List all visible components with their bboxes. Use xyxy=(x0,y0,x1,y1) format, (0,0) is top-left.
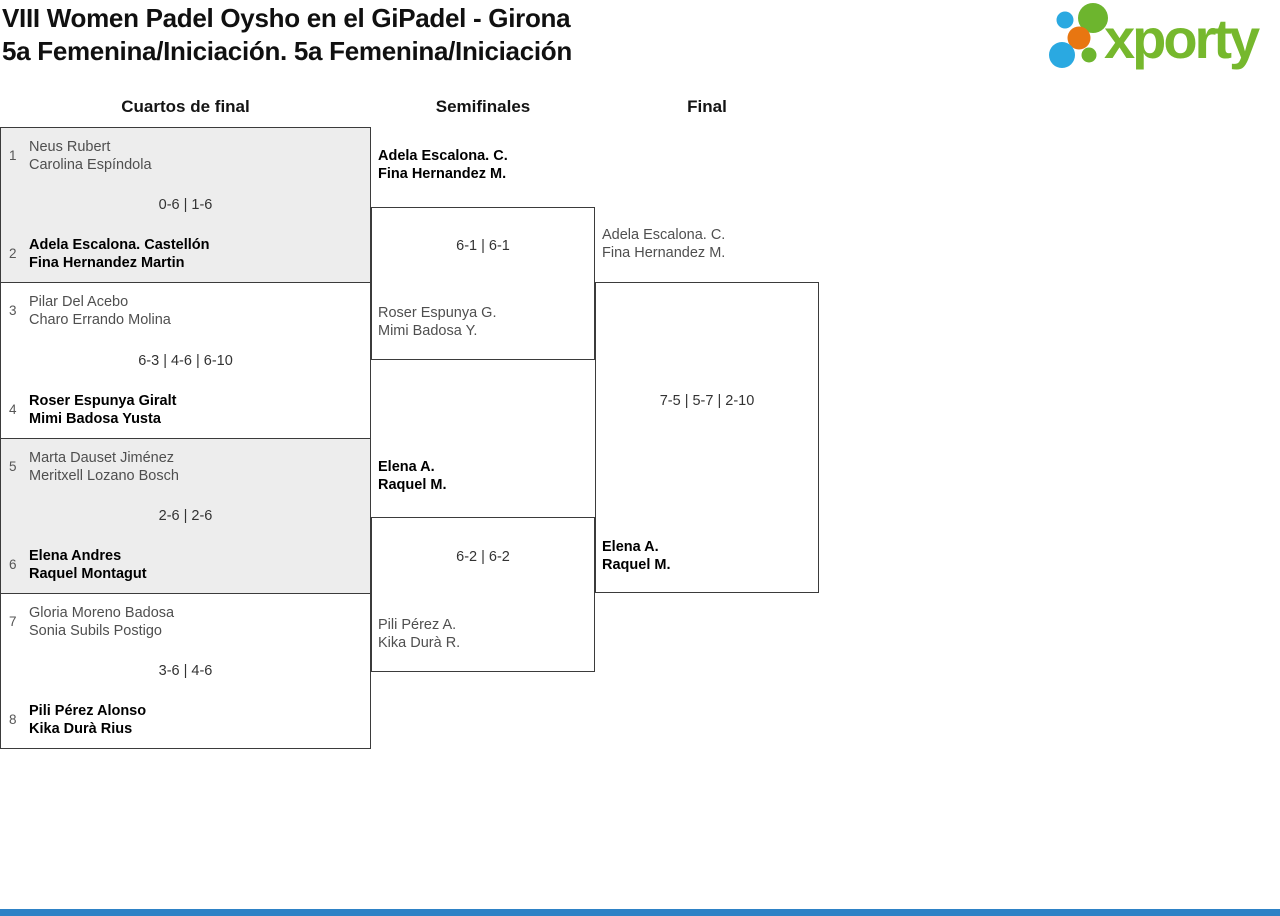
quarterfinal-match-2[interactable]: 3 Pilar Del Acebo Charo Errando Molina 6… xyxy=(0,282,371,439)
seed-number: 7 xyxy=(9,614,17,629)
team-name: Adela Escalona. C. Fina Hernandez M. xyxy=(378,148,508,182)
team-name: Pili Pérez Alonso Kika Durà Rius xyxy=(29,703,147,737)
xporty-logo[interactable]: xporty xyxy=(1040,0,1280,80)
team-name: Elena A. Raquel M. xyxy=(378,459,447,493)
seed-number: 8 xyxy=(9,712,17,727)
xporty-logo-text: xporty xyxy=(1104,7,1260,70)
team-name: Adela Escalona. Castellón Fina Hernandez… xyxy=(29,237,210,271)
team-name: Adela Escalona. C. Fina Hernandez M. xyxy=(602,227,726,261)
semifinal-match-1[interactable] xyxy=(371,207,595,360)
round-header-semifinales: Semifinales xyxy=(435,97,531,116)
page-title-line2: 5a Femenina/Iniciación. 5a Femenina/Inic… xyxy=(2,36,572,66)
seed-number: 5 xyxy=(9,459,17,474)
round-header-cuartos: Cuartos de final xyxy=(121,97,250,116)
seed-number: 2 xyxy=(9,246,17,261)
final-match[interactable] xyxy=(595,282,819,593)
seed-number: 3 xyxy=(9,303,17,318)
quarterfinal-match-4[interactable]: 7 Gloria Moreno Badosa Sonia Subils Post… xyxy=(0,593,371,749)
seed-number: 4 xyxy=(9,402,17,417)
team-name: Elena Andres Raquel Montagut xyxy=(29,548,147,582)
match-score: 6-1 | 6-1 xyxy=(456,238,510,254)
match-score: 6-2 | 6-2 xyxy=(456,549,510,565)
round-header-final: Final xyxy=(687,97,727,116)
team-name: Gloria Moreno Badosa Sonia Subils Postig… xyxy=(29,605,175,639)
match-score: 7-5 | 5-7 | 2-10 xyxy=(659,393,755,409)
team-name: Marta Dauset Jiménez Meritxell Lozano Bo… xyxy=(29,450,179,484)
match-score: 3-6 | 4-6 xyxy=(158,663,213,679)
footer-accent-bar xyxy=(0,909,1280,916)
match-score: 0-6 | 1-6 xyxy=(158,197,213,213)
team-name: Pili Pérez A. Kika Durà R. xyxy=(378,617,461,651)
seed-number: 1 xyxy=(9,148,17,163)
semifinal-match-2[interactable] xyxy=(371,517,595,672)
quarterfinal-match-1[interactable]: 1 Neus Rubert Carolina Espíndola 0-6 | 1… xyxy=(0,127,371,283)
team-name: Roser Espunya G. Mimi Badosa Y. xyxy=(378,305,497,339)
team-name: Elena A. Raquel M. xyxy=(602,539,671,573)
page-title-line1: VIII Women Padel Oysho en el GiPadel - G… xyxy=(2,3,571,33)
match-score: 2-6 | 2-6 xyxy=(158,508,213,524)
quarterfinal-match-3[interactable]: 5 Marta Dauset Jiménez Meritxell Lozano … xyxy=(0,438,371,594)
team-name: Roser Espunya Giralt Mimi Badosa Yusta xyxy=(29,393,177,427)
page-title: VIII Women Padel Oysho en el GiPadel - G… xyxy=(2,2,572,68)
xporty-logo-icon: xporty xyxy=(1049,3,1263,70)
seed-number: 6 xyxy=(9,557,17,572)
team-name: Pilar Del Acebo Charo Errando Molina xyxy=(29,294,171,328)
team-name: Neus Rubert Carolina Espíndola xyxy=(29,139,152,173)
match-score: 6-3 | 4-6 | 6-10 xyxy=(138,352,233,369)
